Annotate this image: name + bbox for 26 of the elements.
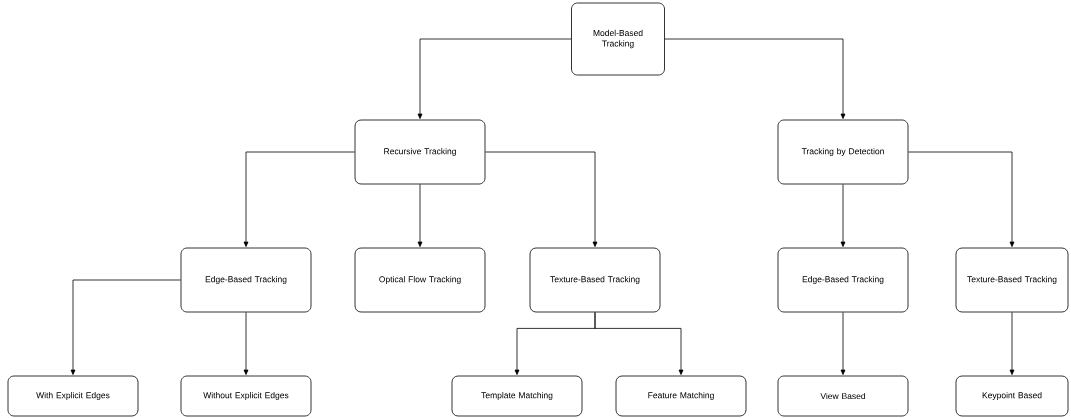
arrow [840,184,846,247]
arrow [594,312,684,375]
process-box: Tracking by Detection [777,119,909,185]
process-box: Texture-Based Tracking [955,247,1069,313]
process-box: Texture-Based Tracking [529,247,661,313]
arrow [664,38,846,119]
process-box: Edge-Based Tracking [180,247,312,313]
process-box: Model-Based Tracking [571,2,665,76]
arrow [70,279,181,375]
process-box: Optical Flow Tracking [354,247,486,313]
arrow [243,312,249,375]
process-box: Template Matching [451,375,583,417]
arrow [417,184,423,247]
process-box: Recursive Tracking [354,119,486,185]
process-box: Feature Matching [615,375,747,417]
arrow [417,38,572,119]
process-box: Without Explicit Edges [180,375,312,417]
process-box: Edge-Based Tracking [777,247,909,313]
arrow [1009,312,1015,375]
process-box: View Based [777,375,909,417]
process-box: Keypoint Based [955,375,1069,417]
arrow [908,151,1015,247]
arrow [485,151,598,247]
process-box: With Explicit Edges [7,375,139,417]
arrow [243,151,355,247]
arrow [840,312,846,375]
